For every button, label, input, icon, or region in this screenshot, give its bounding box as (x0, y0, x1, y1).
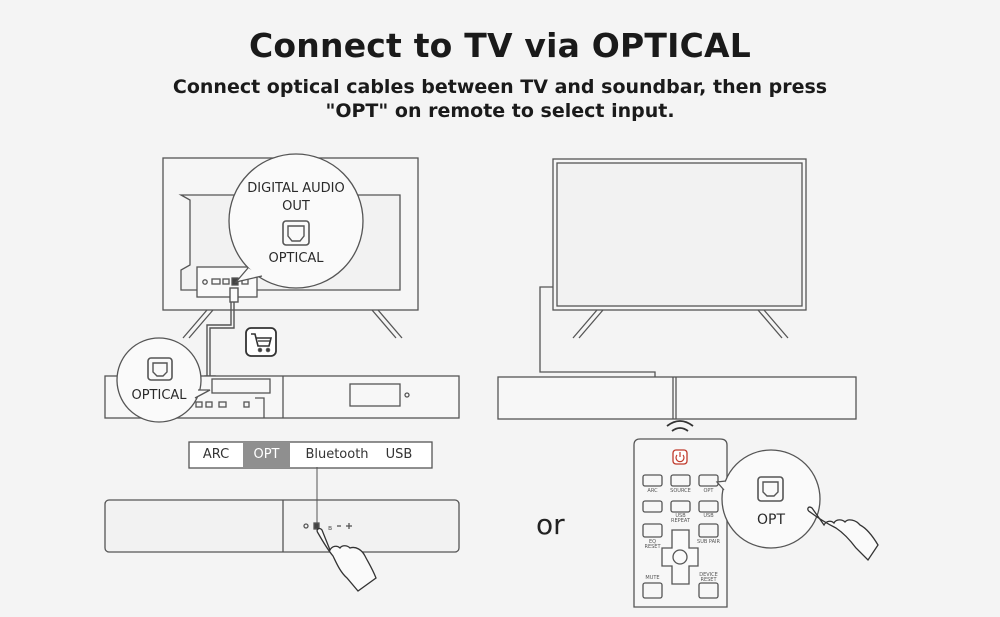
remote-key-sub-pair: SUB PAIR (697, 539, 720, 545)
remote-key-device-reset: DEVICE RESET (699, 572, 718, 583)
remote-opt-callout (715, 449, 821, 549)
remote-key-mute: MUTE (645, 575, 660, 581)
digital-audio-out-label: OUT (282, 199, 310, 214)
cart-icon (245, 327, 277, 357)
remote-key-opt: OPT (703, 488, 714, 494)
page-title: Connect to TV via OPTICAL (249, 26, 751, 65)
remote-key-usb-repeat: USB REPEAT (671, 513, 690, 524)
tv-optical-label: OPTICAL (268, 251, 324, 266)
soundbar-optical-callout (116, 337, 211, 423)
soundbar-optical-label: OPTICAL (131, 388, 187, 403)
input-option-usb[interactable]: USB (385, 447, 413, 462)
remote-key-usb: USB (703, 513, 714, 519)
input-option-bluetooth[interactable]: Bluetooth (305, 447, 369, 462)
instruction-line-1: Connect optical cables between TV and so… (172, 76, 828, 98)
soundbar-front: ʙ (104, 467, 460, 553)
optical-port-icon (282, 220, 310, 246)
tv-optical-cable (539, 286, 656, 377)
svg-text:ʙ: ʙ (328, 524, 332, 532)
remote-key-source: SOURCE (670, 488, 691, 494)
instruction-line-2: "OPT" on remote to select input. (325, 100, 675, 122)
remote-opt-label: OPT (756, 512, 785, 528)
input-selector-frame (188, 441, 433, 469)
remote-control (633, 438, 728, 608)
pointing-hand-icon (316, 527, 377, 592)
remote-key-eq-reset: EQ RESET (644, 539, 661, 550)
soundbar-right (497, 376, 857, 420)
or-label: or (536, 508, 565, 541)
wireless-signal-icon (666, 420, 694, 432)
digital-audio-label: DIGITAL AUDIO (247, 181, 345, 196)
input-option-arc[interactable]: ARC (202, 447, 230, 462)
pointing-hand-remote (807, 506, 879, 562)
tv-front-view (552, 158, 807, 339)
remote-key-arc: ARC (647, 488, 658, 494)
input-option-opt[interactable]: OPT (243, 443, 290, 467)
